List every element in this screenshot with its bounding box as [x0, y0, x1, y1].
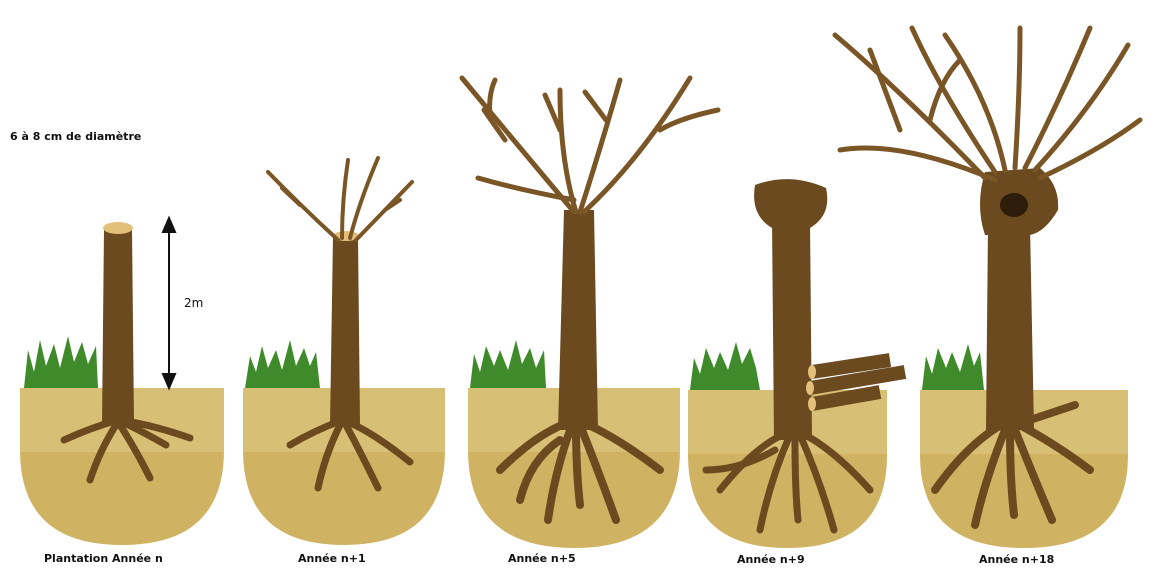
trunk-4	[986, 225, 1034, 430]
trunk-3	[772, 220, 812, 440]
stage-caption-0: Plantation Année n	[44, 552, 163, 565]
cut-logs	[810, 360, 905, 404]
grass-1	[245, 340, 320, 388]
stage-caption-2: Année n+5	[508, 552, 576, 565]
branches-2	[462, 78, 718, 212]
pollard-head-3	[754, 179, 827, 228]
trunk-2	[558, 210, 598, 430]
trunk-0	[102, 228, 134, 425]
hollow-4	[1000, 193, 1028, 217]
grass-4	[922, 344, 984, 390]
branches-1	[268, 158, 412, 240]
stage-caption-3: Année n+9	[737, 553, 805, 566]
cut-surface-0	[103, 222, 133, 234]
stage-caption-4: Année n+18	[979, 553, 1054, 566]
trunk-1	[330, 236, 360, 425]
grass-0	[24, 336, 98, 388]
stage-caption-1: Année n+1	[298, 552, 366, 565]
height-arrow	[163, 218, 175, 388]
diameter-annotation: 6 à 8 cm de diamètre	[10, 130, 141, 143]
grass-2	[470, 340, 546, 388]
grass-3	[690, 342, 760, 390]
branches-4	[835, 28, 1140, 180]
height-annotation: 2m	[184, 296, 203, 310]
